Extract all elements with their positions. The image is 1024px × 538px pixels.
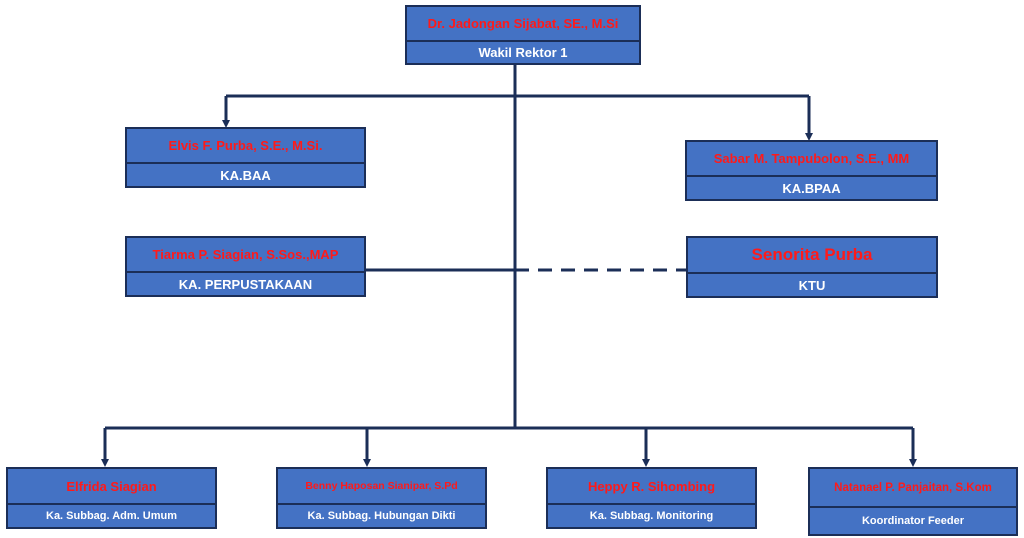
node-role: KA. PERPUSTAKAAN [178, 276, 313, 292]
node-name: Heppy R. Sihombing [548, 469, 755, 505]
node-subbag-adm-umum: Elfrida Siagian Ka. Subbag. Adm. Umum [6, 467, 217, 529]
node-name: Sabar M. Tampubolon, S.E., MM [687, 142, 936, 177]
node-role: Koordinator Feeder [861, 515, 965, 527]
node-subbag-monitoring: Heppy R. Sihombing Ka. Subbag. Monitorin… [546, 467, 757, 529]
node-name: Elvis F. Purba, S.E., M.Si. [127, 129, 364, 164]
node-role: Ka. Subbag. Adm. Umum [46, 510, 177, 522]
node-name: Senorita Purba [688, 238, 936, 274]
node-role: Ka. Subbag. Hubungan Dikti [307, 510, 456, 522]
node-name: Elfrida Siagian [8, 469, 215, 505]
node-koordinator-feeder: Natanael P. Panjaitan, S.Kom Koordinator… [808, 467, 1018, 536]
node-subbag-hubungan-dikti: Benny Haposan Sianipar, S.Pd Ka. Subbag.… [276, 467, 487, 529]
node-name: Dr. Jadongan Sijabat, SE., M.Si [407, 7, 639, 42]
node-ka-bpaa: Sabar M. Tampubolon, S.E., MM KA.BPAA [685, 140, 938, 201]
node-ka-perpustakaan: Tiarma P. Siagian, S.Sos.,MAP KA. PERPUS… [125, 236, 366, 297]
node-ktu: Senorita Purba KTU [686, 236, 938, 298]
node-name: Tiarma P. Siagian, S.Sos.,MAP [127, 238, 364, 273]
node-role: KA.BAA [220, 167, 271, 183]
node-wakil-rektor: Dr. Jadongan Sijabat, SE., M.Si Wakil Re… [405, 5, 641, 65]
node-name: Benny Haposan Sianipar, S.Pd [278, 469, 485, 505]
node-role: Wakil Rektor 1 [478, 45, 568, 60]
node-name: Natanael P. Panjaitan, S.Kom [810, 469, 1016, 508]
node-role: KA.BPAA [782, 180, 841, 196]
node-role: KTU [798, 277, 826, 293]
node-role: Ka. Subbag. Monitoring [589, 510, 714, 522]
node-ka-baa: Elvis F. Purba, S.E., M.Si. KA.BAA [125, 127, 366, 188]
